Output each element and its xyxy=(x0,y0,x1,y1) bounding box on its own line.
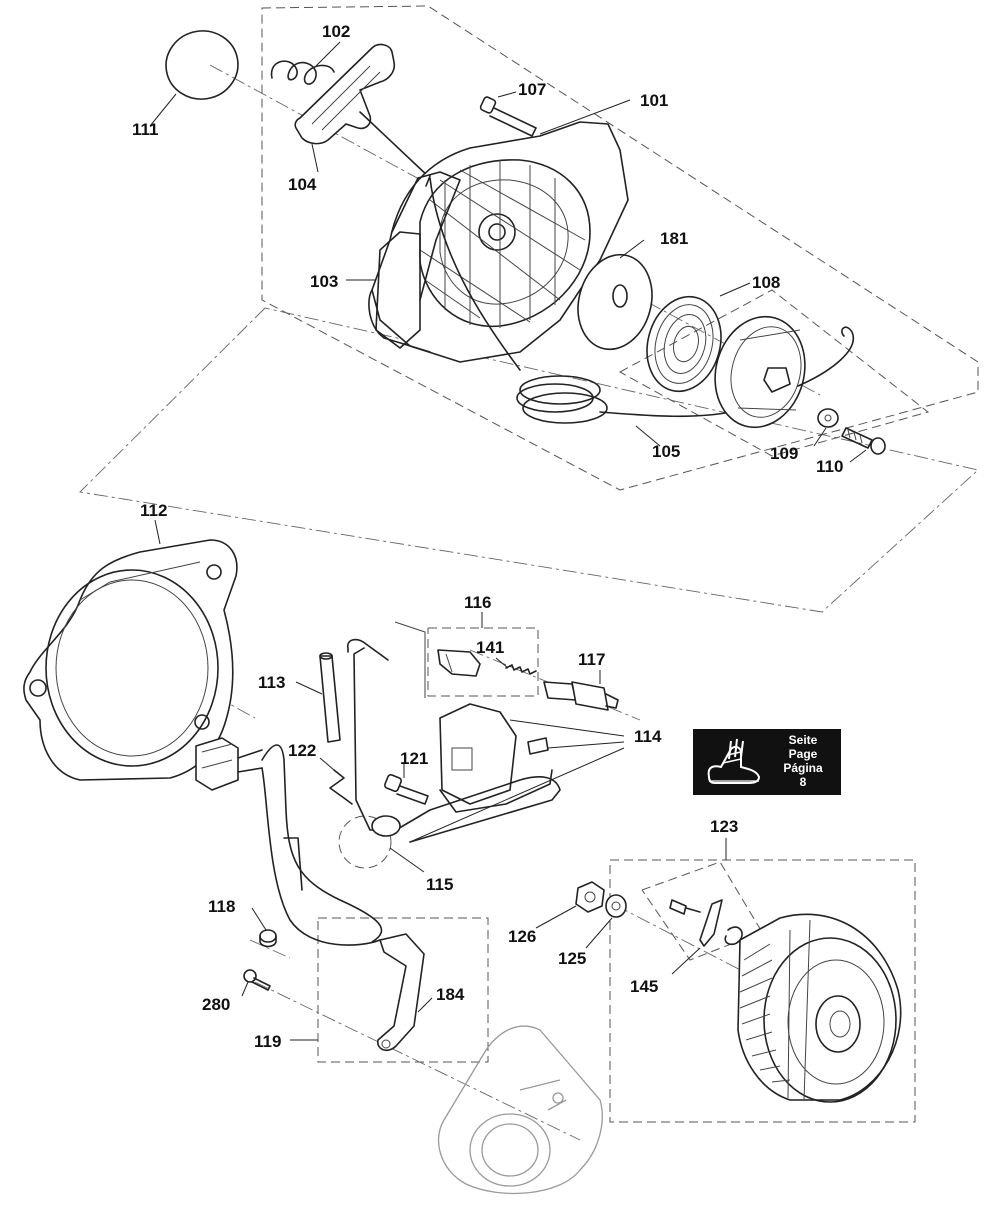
label-122: 122 xyxy=(288,741,316,760)
part-125-washer xyxy=(605,894,627,918)
part-121-screw xyxy=(383,773,429,805)
group-outline-116 xyxy=(427,627,539,697)
label-123: 123 xyxy=(710,817,738,836)
part-184-ground-bracket xyxy=(377,933,425,1052)
label-145: 145 xyxy=(630,977,658,996)
label-103: 103 xyxy=(310,272,338,291)
shoe-boot-icon xyxy=(707,738,761,784)
group-outline-145 xyxy=(641,861,763,961)
label-104: 104 xyxy=(288,175,317,194)
part-118-grommet xyxy=(259,929,277,948)
group-outline-108 xyxy=(618,289,930,457)
label-114: 114 xyxy=(634,727,662,746)
group-outline-101 xyxy=(261,5,979,491)
page-reference-badge[interactable]: Seite Page Página 8 xyxy=(693,729,841,795)
part-117-spark-plug xyxy=(543,681,619,711)
page-ref-line1: Seite xyxy=(788,733,818,747)
part-102-rope-knot xyxy=(270,60,335,85)
group-outline-starter-housing xyxy=(79,307,979,613)
part-123-flywheel xyxy=(737,913,902,1103)
ignition-wire-bracket xyxy=(394,621,426,698)
label-112: 112 xyxy=(140,501,167,520)
part-145-pawl-set xyxy=(669,899,743,947)
part-112-flywheel-cover xyxy=(23,539,238,781)
ghost-crankcase xyxy=(437,1025,603,1195)
part-109-washer-hole xyxy=(824,414,832,422)
label-101: 101 xyxy=(640,91,668,110)
group-outline-123 xyxy=(609,859,916,1123)
page-ref-line3: Página xyxy=(783,761,823,775)
label-121: 121 xyxy=(400,749,428,768)
part-105-starter-rope xyxy=(429,177,741,424)
label-125: 125 xyxy=(558,949,586,968)
label-126: 126 xyxy=(508,927,536,946)
part-108-spring-pulley xyxy=(646,295,855,429)
part-114-ignition-module xyxy=(439,703,553,813)
part-116-spark-cap xyxy=(437,649,481,677)
part-181-disc xyxy=(577,253,653,351)
part-141-spring xyxy=(505,664,537,675)
part-101-fan-housing xyxy=(368,121,629,363)
part-wire-sleeve xyxy=(283,837,303,891)
label-141: 141 xyxy=(476,638,504,657)
part-280-screw xyxy=(243,969,271,991)
label-118: 118 xyxy=(208,897,235,916)
label-113: 113 xyxy=(258,673,285,692)
part-switch xyxy=(195,737,263,791)
part-short-wire xyxy=(261,767,381,946)
label-115: 115 xyxy=(426,875,453,894)
label-109: 109 xyxy=(770,444,798,463)
part-111-ring xyxy=(165,30,239,100)
group-outline-115 xyxy=(338,815,392,869)
part-105-rope-upper xyxy=(359,111,431,179)
label-105: 105 xyxy=(652,442,680,461)
label-184: 184 xyxy=(436,985,465,1004)
part-104-handle xyxy=(294,43,396,145)
part-104-handle-grip xyxy=(311,65,381,131)
group-outline-119 xyxy=(317,917,489,1063)
part-110-screw xyxy=(841,427,886,455)
part-184-bracket-hole xyxy=(381,1039,391,1049)
label-107: 107 xyxy=(518,80,546,99)
label-181: 181 xyxy=(660,229,688,248)
part-126-nut xyxy=(575,881,605,913)
part-107-screw xyxy=(479,96,537,137)
page-ref-number: 8 xyxy=(799,775,807,789)
part-109-washer xyxy=(817,408,839,428)
label-280: 280 xyxy=(202,995,230,1014)
label-110: 110 xyxy=(816,457,843,476)
page-ref-line2: Page xyxy=(788,747,818,761)
part-122-clip xyxy=(329,769,353,805)
label-117: 117 xyxy=(578,650,605,669)
label-102: 102 xyxy=(322,22,350,41)
part-115-ignition-lead xyxy=(346,638,561,843)
leader-lines xyxy=(149,41,867,1041)
part-115-boot xyxy=(371,815,401,837)
part-ground-wire xyxy=(261,744,383,943)
label-119: 119 xyxy=(254,1032,281,1051)
label-108: 108 xyxy=(752,273,780,292)
part-113-sleeve xyxy=(319,652,341,743)
label-111: 111 xyxy=(132,120,159,139)
label-116: 116 xyxy=(464,593,491,612)
